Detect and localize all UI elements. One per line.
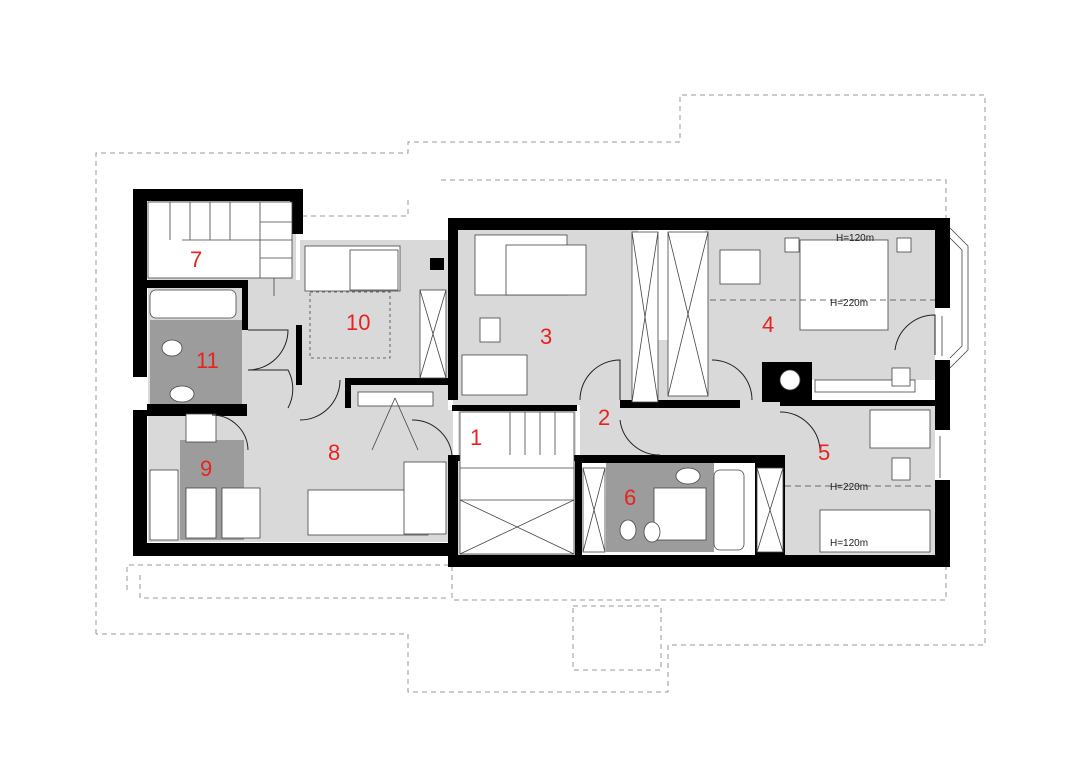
height-label-room4-high: H=220m <box>830 298 868 309</box>
room-number-3: 3 <box>540 324 552 349</box>
height-label-room5-high: H=220m <box>830 482 868 493</box>
room-number-1: 1 <box>470 425 482 450</box>
height-labels: H=120m H=220m H=220m H=120m <box>830 233 874 549</box>
bathroom-floor-11 <box>150 320 242 408</box>
stairs-central <box>459 411 575 555</box>
room-number-7: 7 <box>190 247 202 272</box>
room-number-9: 9 <box>200 456 212 481</box>
stairs-top <box>147 201 293 296</box>
room-number-8: 8 <box>328 440 340 465</box>
roof-outline <box>95 94 986 693</box>
room-number-5: 5 <box>818 440 830 465</box>
room-number-2: 2 <box>598 405 610 430</box>
room-number-10: 10 <box>346 310 370 335</box>
room-number-6: 6 <box>624 485 636 510</box>
room-numbers: 1 2 3 4 5 6 7 8 9 10 11 <box>190 247 830 510</box>
height-label-room4-low: H=120m <box>836 233 874 244</box>
bay-window <box>939 227 969 478</box>
furniture <box>149 231 935 553</box>
height-label-room5-low: H=120m <box>830 538 868 549</box>
room-number-11: 11 <box>196 348 219 373</box>
bathtub-11 <box>149 289 237 319</box>
room-number-4: 4 <box>762 312 774 337</box>
doors <box>211 314 936 456</box>
